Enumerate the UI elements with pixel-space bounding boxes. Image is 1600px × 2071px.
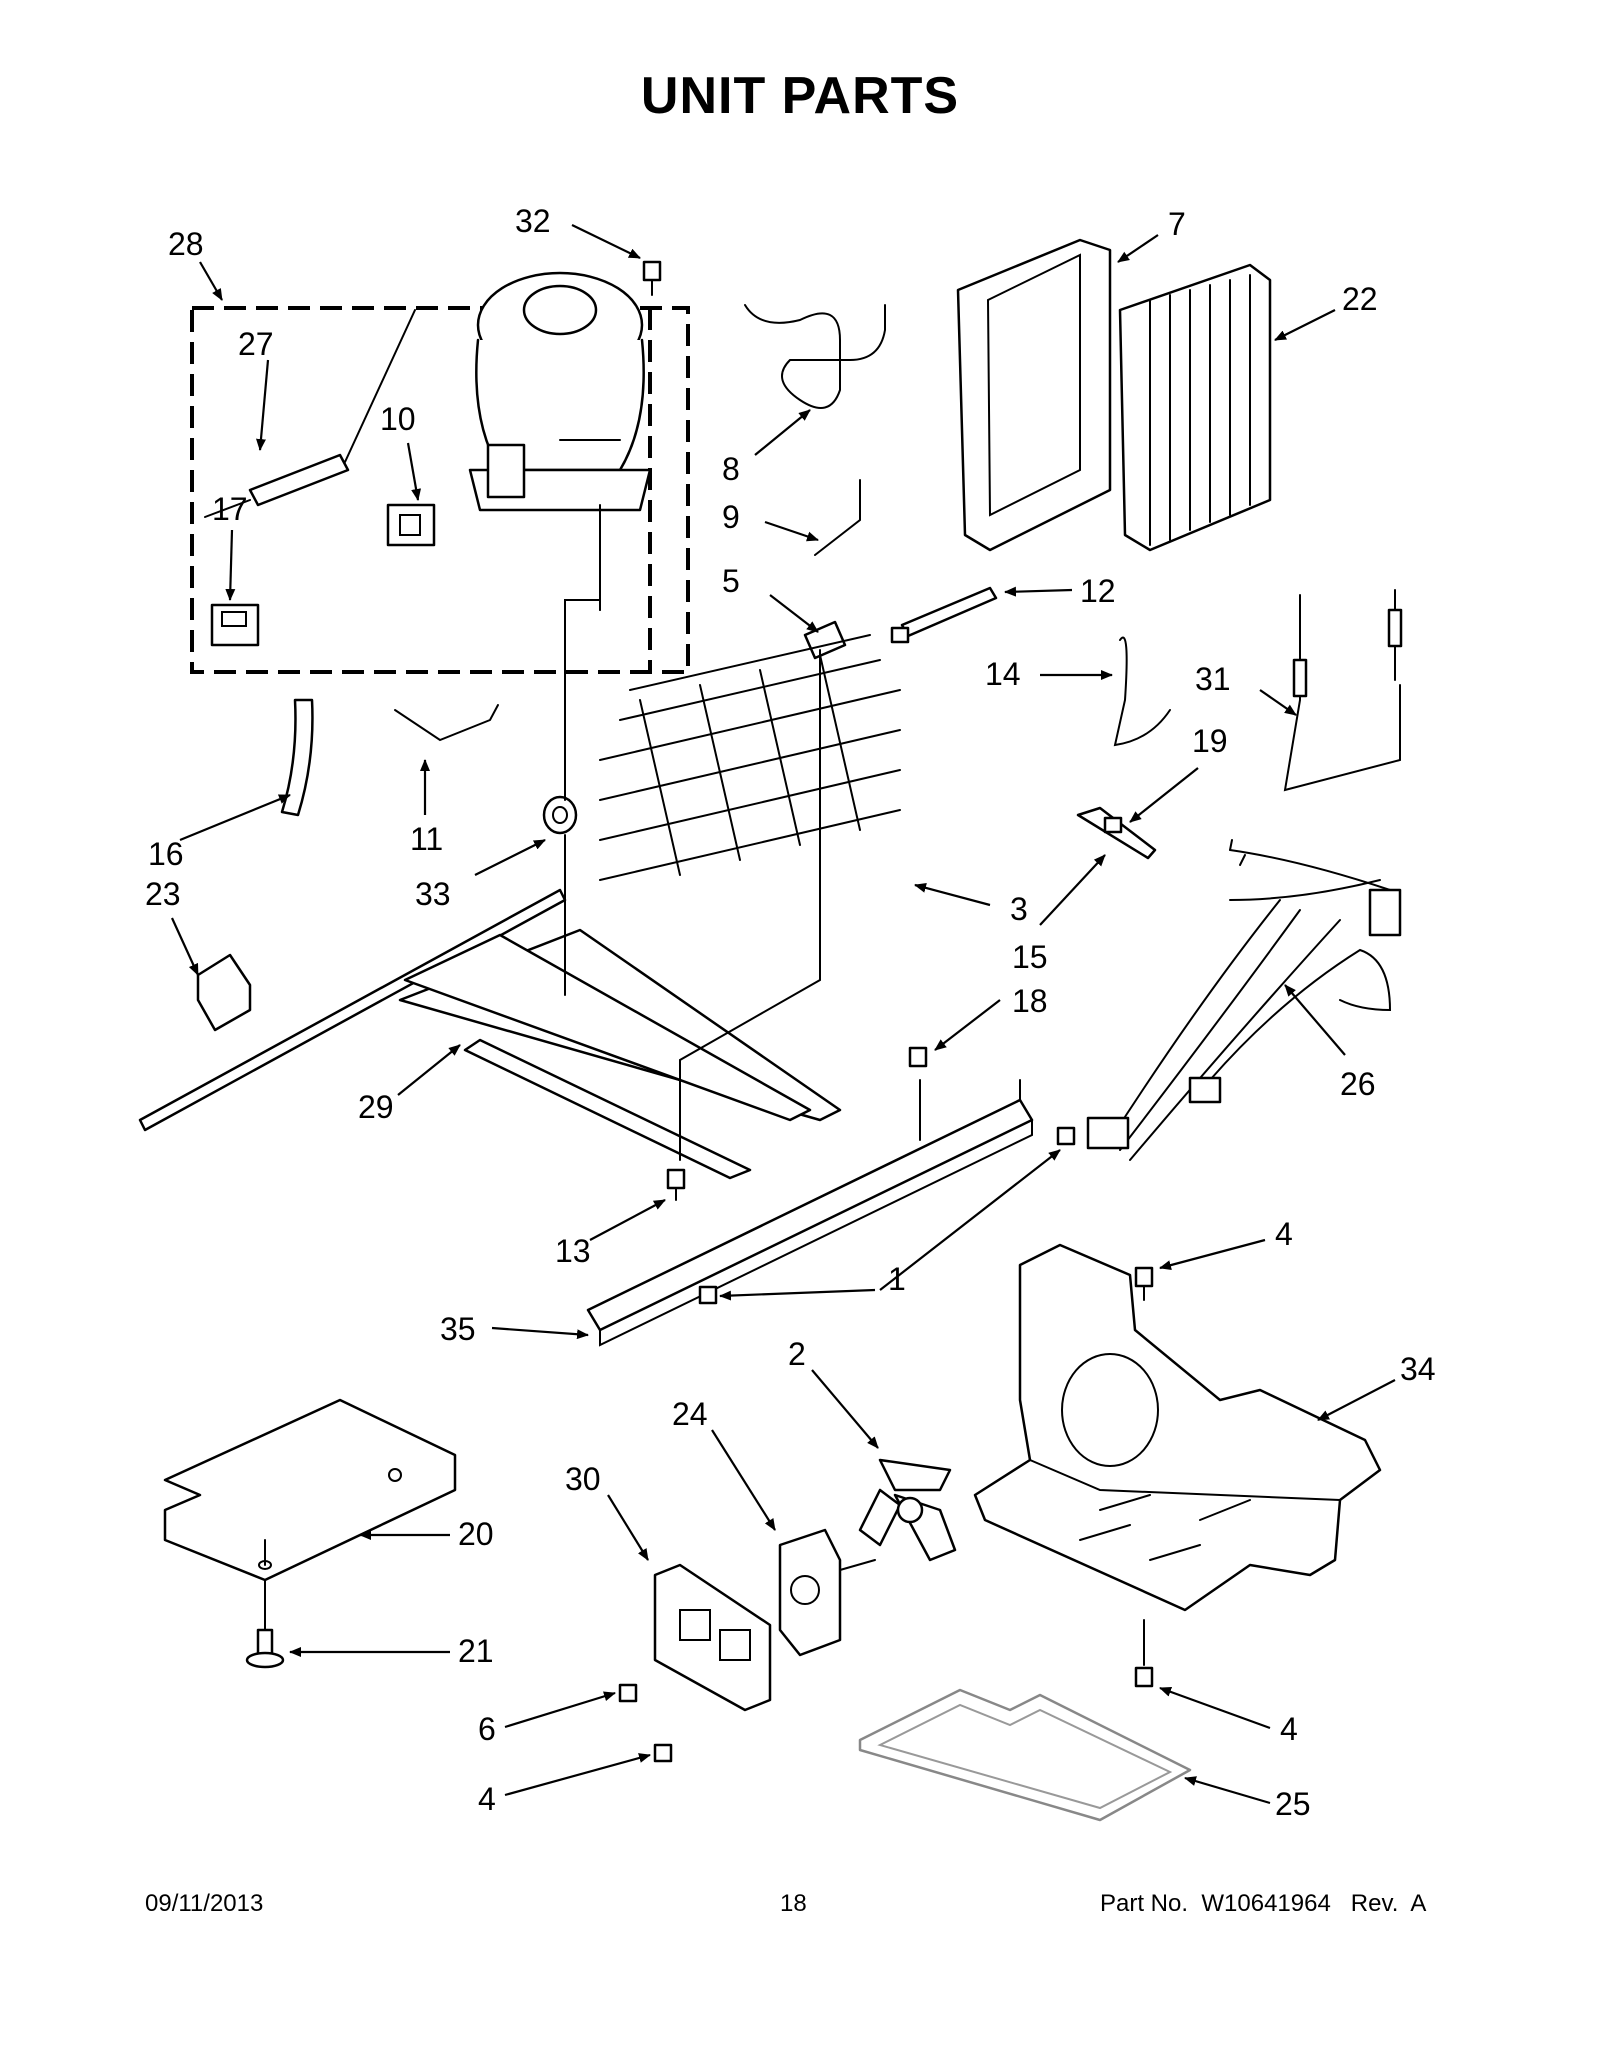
callout-5: 5 xyxy=(722,563,740,599)
callout-22: 22 xyxy=(1342,281,1378,317)
push-fastener xyxy=(245,1579,285,1669)
thermal-fuse xyxy=(1283,589,1403,792)
callout-18: 18 xyxy=(1012,983,1048,1019)
overload xyxy=(210,603,260,647)
screw-4-top xyxy=(1134,1266,1154,1301)
relay xyxy=(386,503,436,547)
callout-10: 10 xyxy=(380,401,416,437)
callout-25: 25 xyxy=(1275,1786,1311,1822)
callout-19: 19 xyxy=(1192,723,1228,759)
evaporator-coil xyxy=(1118,263,1272,552)
screw-4-bottom xyxy=(1134,1619,1154,1688)
callout-34: 34 xyxy=(1400,1351,1436,1387)
callout-3: 3 xyxy=(1010,891,1028,927)
wire-11 xyxy=(394,704,499,742)
power-cord-harness xyxy=(1086,839,1402,1161)
callout-16: 16 xyxy=(148,836,184,872)
cover-plate xyxy=(163,1398,457,1582)
callout-labels: 32 28 27 10 17 7 22 8 9 5 12 14 31 19 16… xyxy=(145,203,1436,1822)
callout-20: 20 xyxy=(458,1516,494,1552)
callout-4-left: 4 xyxy=(478,1781,496,1817)
screw-4-left xyxy=(653,1743,673,1763)
callout-7: 7 xyxy=(1168,206,1186,242)
motor-bracket xyxy=(653,1563,772,1712)
footer-page-number: 18 xyxy=(780,1890,807,1917)
drain-pan xyxy=(858,1688,1192,1822)
screw-32 xyxy=(642,260,662,296)
callout-33: 33 xyxy=(415,876,451,912)
callout-4-top: 4 xyxy=(1275,1216,1293,1252)
grommet xyxy=(542,795,578,835)
page-title: UNIT PARTS xyxy=(640,67,960,125)
cross-rail xyxy=(586,1079,1076,1347)
callout-8: 8 xyxy=(722,451,740,487)
screw-13 xyxy=(666,1168,686,1201)
callout-30: 30 xyxy=(565,1461,601,1497)
connector-lines xyxy=(564,599,921,1161)
fan-mounting-plate xyxy=(973,1243,1382,1612)
compressor xyxy=(468,271,652,611)
callout-2: 2 xyxy=(788,1336,806,1372)
evaporator-cover xyxy=(956,238,1112,552)
callout-21: 21 xyxy=(458,1633,494,1669)
bracket-23 xyxy=(196,953,252,1032)
defrost-heater xyxy=(599,634,901,881)
callout-13: 13 xyxy=(555,1233,591,1269)
callout-14: 14 xyxy=(985,656,1021,692)
callout-26: 26 xyxy=(1340,1066,1376,1102)
fan-motor xyxy=(778,1528,876,1657)
callout-31: 31 xyxy=(1195,661,1231,697)
callout-4-bottom: 4 xyxy=(1280,1711,1298,1747)
tube-9 xyxy=(814,479,861,556)
callout-9: 9 xyxy=(722,499,740,535)
clip-14 xyxy=(1113,636,1171,747)
filter-drier xyxy=(204,309,416,518)
callout-32: 32 xyxy=(515,203,551,239)
screw-18 xyxy=(908,1046,928,1068)
callout-17: 17 xyxy=(212,491,248,527)
callout-28: 28 xyxy=(168,226,204,262)
callout-6: 6 xyxy=(478,1711,496,1747)
frame-rails xyxy=(138,888,842,1180)
fan-blade xyxy=(858,1458,957,1562)
callout-15: 15 xyxy=(1012,939,1048,975)
callout-12: 12 xyxy=(1080,573,1116,609)
bracket-19 xyxy=(1076,806,1157,860)
callout-35: 35 xyxy=(440,1311,476,1347)
screw-6 xyxy=(618,1683,638,1703)
callout-11: 11 xyxy=(410,821,443,857)
drain-hose xyxy=(280,698,314,817)
callout-1: 1 xyxy=(888,1261,906,1297)
callout-29: 29 xyxy=(358,1089,394,1125)
footer-part-number: Part No. W10641964 Rev. A xyxy=(1100,1890,1427,1917)
footer-date: 09/11/2013 xyxy=(145,1890,264,1917)
callout-23: 23 xyxy=(145,876,181,912)
callout-24: 24 xyxy=(672,1396,708,1432)
leader-lines xyxy=(170,224,1396,1805)
callout-27: 27 xyxy=(238,326,274,362)
tube-8 xyxy=(744,304,886,409)
cable-tie xyxy=(890,586,998,644)
